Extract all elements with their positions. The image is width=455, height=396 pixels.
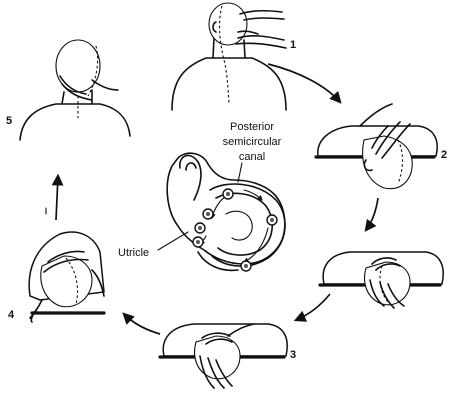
step-3-figure: 3 [160, 324, 296, 388]
otolith-2 [203, 209, 213, 219]
arrow-1-to-2 [268, 64, 340, 102]
otolith-3 [195, 223, 205, 233]
superior-canal [180, 155, 201, 200]
step-3a-figure [320, 252, 443, 308]
step-3-number: 3 [290, 349, 296, 361]
leader-utricle [158, 232, 188, 250]
posterior-canal-inner [216, 193, 272, 255]
step-5-figure: 5 [6, 40, 130, 140]
arrow-3-to-4 [124, 314, 160, 334]
step5-shoulders [20, 104, 130, 140]
otolith-4 [193, 237, 203, 247]
otolith-5 [267, 215, 277, 225]
step-2-figure: 2 [316, 104, 447, 189]
inner-ear-illustration [167, 153, 285, 271]
otolith-6 [241, 261, 251, 271]
otolith-1 [223, 189, 233, 199]
step3-head [195, 336, 240, 379]
step-2-number: 2 [441, 149, 447, 161]
leader-posterior [238, 163, 242, 182]
step-4-figure: 4 [8, 232, 104, 322]
step-1-number: 1 [290, 39, 296, 51]
step2-arm [360, 104, 392, 126]
arrow-2-to-3 [366, 198, 378, 230]
step4-arm [30, 300, 42, 322]
arrow-to-step-3 [296, 294, 330, 320]
arrow-4-to-5 [56, 176, 58, 220]
step-4-number: 4 [8, 309, 15, 321]
canal-flow-arrow-2 [212, 196, 226, 218]
utricle-region [226, 211, 252, 240]
label-posterior-line2: semicircular [223, 136, 282, 148]
step-5-number: 5 [6, 115, 12, 127]
canal-flow-arrow-4 [244, 228, 268, 262]
label-posterior-line3: canal [239, 151, 265, 163]
label-utricle: Utricle [118, 247, 149, 259]
step-1-figure: 1 [172, 3, 296, 110]
label-posterior-line1: Posterior [230, 121, 274, 133]
